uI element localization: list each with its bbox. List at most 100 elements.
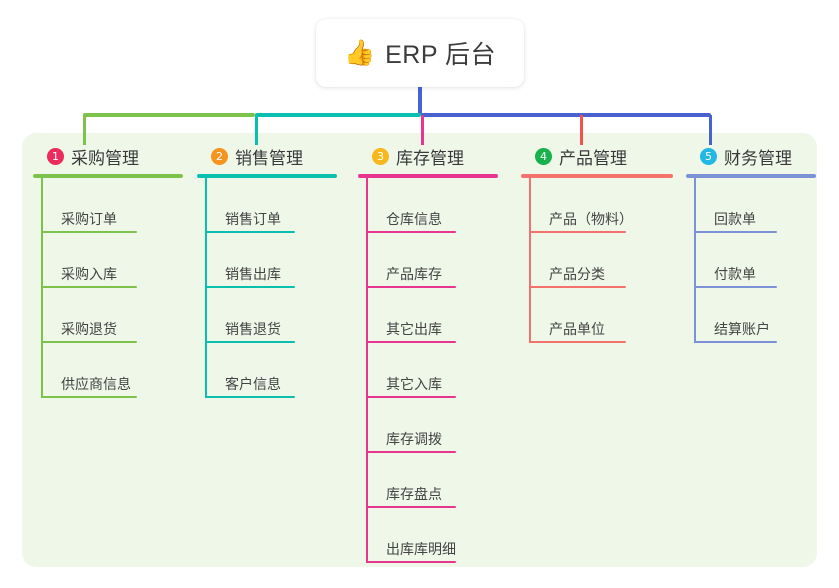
list-item-underline	[529, 341, 626, 343]
root-node[interactable]: 👍 ERP 后台	[316, 19, 524, 87]
list-item-label: 采购订单	[61, 211, 117, 227]
list-item[interactable]: 采购入库	[33, 233, 183, 288]
list-item-label: 销售退货	[225, 321, 281, 337]
column-title: 销售管理	[235, 148, 303, 168]
root-stem-connector	[418, 86, 422, 115]
list-item[interactable]: 销售订单	[197, 178, 337, 233]
column-items: 销售订单销售出库销售退货客户信息	[197, 178, 337, 398]
list-item-label: 采购入库	[61, 266, 117, 282]
list-item-label: 仓库信息	[386, 211, 442, 227]
column-spine	[205, 178, 207, 398]
list-item[interactable]: 结算账户	[686, 288, 816, 343]
list-item-underline	[694, 341, 777, 343]
root-title: ERP 后台	[385, 41, 497, 69]
column-underline	[686, 174, 816, 178]
list-item-label: 其它入库	[386, 376, 442, 392]
list-item-underline	[694, 286, 777, 288]
list-item-label: 客户信息	[225, 376, 281, 392]
list-item[interactable]: 其它入库	[358, 343, 498, 398]
thumbs-up-icon: 👍	[343, 38, 376, 67]
connector-bar-segment	[83, 113, 255, 117]
list-item[interactable]: 库存调拨	[358, 398, 498, 453]
list-item[interactable]: 付款单	[686, 233, 816, 288]
list-item[interactable]: 产品（物料）	[521, 178, 673, 233]
list-item-underline	[529, 286, 626, 288]
list-item[interactable]: 产品库存	[358, 233, 498, 288]
column-header[interactable]: 1 采购管理	[33, 144, 183, 168]
list-item-label: 产品（物料）	[549, 211, 633, 227]
column-number-badge: 5	[700, 147, 717, 165]
list-item-underline	[205, 396, 295, 398]
list-item[interactable]: 库存盘点	[358, 453, 498, 508]
column-库存管理: 3 库存管理仓库信息产品库存其它出库其它入库库存调拨库存盘点出库库明细	[358, 144, 498, 563]
list-item-label: 库存调拨	[386, 431, 442, 447]
column-items: 产品（物料） 产品分类产品单位	[521, 178, 673, 343]
list-item-label: 产品分类	[549, 266, 605, 282]
column-number-badge: 1	[47, 147, 64, 165]
connector-drop	[421, 115, 424, 145]
list-item[interactable]: 仓库信息	[358, 178, 498, 233]
list-item[interactable]: 采购退货	[33, 288, 183, 343]
connector-bar-segment	[421, 113, 711, 117]
connector-drop	[255, 115, 258, 145]
column-header[interactable]: 5 财务管理	[686, 144, 816, 168]
column-销售管理: 2 销售管理销售订单销售出库销售退货客户信息	[197, 144, 337, 398]
list-item-underline	[41, 286, 137, 288]
column-header[interactable]: 2 销售管理	[197, 144, 337, 168]
list-item[interactable]: 销售退货	[197, 288, 337, 343]
list-item-label: 产品单位	[549, 321, 605, 337]
list-item-underline	[41, 231, 137, 233]
list-item-label: 其它出库	[386, 321, 442, 337]
list-item[interactable]: 其它出库	[358, 288, 498, 343]
column-items: 采购订单采购入库采购退货供应商信息	[33, 178, 183, 398]
list-item-label: 销售订单	[225, 211, 281, 227]
list-item-underline	[41, 396, 137, 398]
column-underline	[197, 174, 337, 178]
list-item-underline	[205, 231, 295, 233]
column-number-badge: 3	[372, 147, 389, 165]
connector-drop	[709, 115, 712, 145]
list-item[interactable]: 出库库明细	[358, 508, 498, 563]
list-item-underline	[366, 341, 456, 343]
list-item-underline	[529, 231, 626, 233]
list-item-label: 出库库明细	[386, 541, 456, 557]
column-财务管理: 5 财务管理回款单付款单结算账户	[686, 144, 816, 343]
column-spine	[41, 178, 43, 398]
column-title: 产品管理	[559, 148, 627, 168]
column-number-badge: 2	[211, 147, 228, 165]
list-item-underline	[694, 231, 777, 233]
list-item-label: 回款单	[714, 211, 756, 227]
column-title: 库存管理	[396, 148, 464, 168]
column-spine	[529, 178, 531, 343]
list-item[interactable]: 回款单	[686, 178, 816, 233]
column-title: 财务管理	[724, 148, 792, 168]
column-underline	[358, 174, 498, 178]
list-item-underline	[41, 341, 137, 343]
column-header[interactable]: 3 库存管理	[358, 144, 498, 168]
list-item-underline	[366, 231, 456, 233]
column-采购管理: 1 采购管理采购订单采购入库采购退货供应商信息	[33, 144, 183, 398]
list-item[interactable]: 供应商信息	[33, 343, 183, 398]
column-underline	[33, 174, 183, 178]
column-title: 采购管理	[71, 148, 139, 168]
list-item[interactable]: 客户信息	[197, 343, 337, 398]
column-items: 仓库信息产品库存其它出库其它入库库存调拨库存盘点出库库明细	[358, 178, 498, 563]
list-item-label: 采购退货	[61, 321, 117, 337]
list-item[interactable]: 销售出库	[197, 233, 337, 288]
list-item-label: 供应商信息	[61, 376, 131, 392]
connector-drop	[580, 115, 583, 145]
list-item-underline	[366, 286, 456, 288]
diagram-panel	[22, 133, 817, 567]
list-item-underline	[205, 341, 295, 343]
list-item-label: 产品库存	[386, 266, 442, 282]
column-number-badge: 4	[535, 147, 552, 165]
list-item-underline	[366, 451, 456, 453]
list-item[interactable]: 产品单位	[521, 288, 673, 343]
column-header[interactable]: 4 产品管理	[521, 144, 673, 168]
column-spine	[366, 178, 368, 563]
list-item-label: 结算账户	[714, 321, 770, 337]
column-产品管理: 4 产品管理产品（物料） 产品分类产品单位	[521, 144, 673, 343]
list-item[interactable]: 采购订单	[33, 178, 183, 233]
list-item-underline	[366, 396, 456, 398]
list-item[interactable]: 产品分类	[521, 233, 673, 288]
